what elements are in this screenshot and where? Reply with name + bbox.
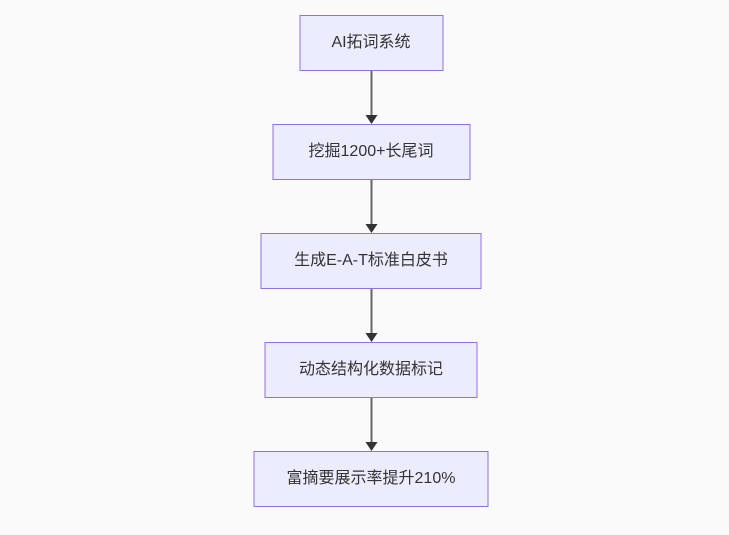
flow-arrow (365, 180, 377, 233)
flow-node-label: 动态结构化数据标记 (298, 361, 443, 378)
flow-node-eat-whitepaper: 生成E-A-T标准白皮书 (260, 233, 482, 289)
arrowhead-down-icon (365, 115, 377, 124)
arrowhead-down-icon (365, 333, 377, 342)
flow-node-label: 挖掘1200+长尾词 (308, 143, 434, 160)
flow-node-label: AI拓词系统 (331, 34, 411, 51)
flow-node-longtail-keywords: 挖掘1200+长尾词 (272, 124, 470, 180)
flow-arrow (365, 71, 377, 124)
arrow-line (370, 289, 372, 333)
flow-node-structured-data-markup: 动态结构化数据标记 (264, 342, 478, 398)
arrowhead-down-icon (365, 224, 377, 233)
arrowhead-down-icon (365, 442, 377, 451)
flow-arrow (365, 398, 377, 451)
arrow-line (370, 398, 372, 442)
arrow-line (370, 71, 372, 115)
flow-node-rich-snippet-rate: 富摘要展示率提升210% (253, 451, 489, 507)
flow-arrow (365, 289, 377, 342)
flow-node-label: 生成E-A-T标准白皮书 (294, 252, 448, 269)
arrow-line (370, 180, 372, 224)
flow-node-label: 富摘要展示率提升210% (286, 470, 456, 487)
flow-node-ai-word-system: AI拓词系统 (299, 15, 443, 71)
flowchart: AI拓词系统 挖掘1200+长尾词 生成E-A-T标准白皮书 动态结构化数据标记… (253, 15, 489, 507)
